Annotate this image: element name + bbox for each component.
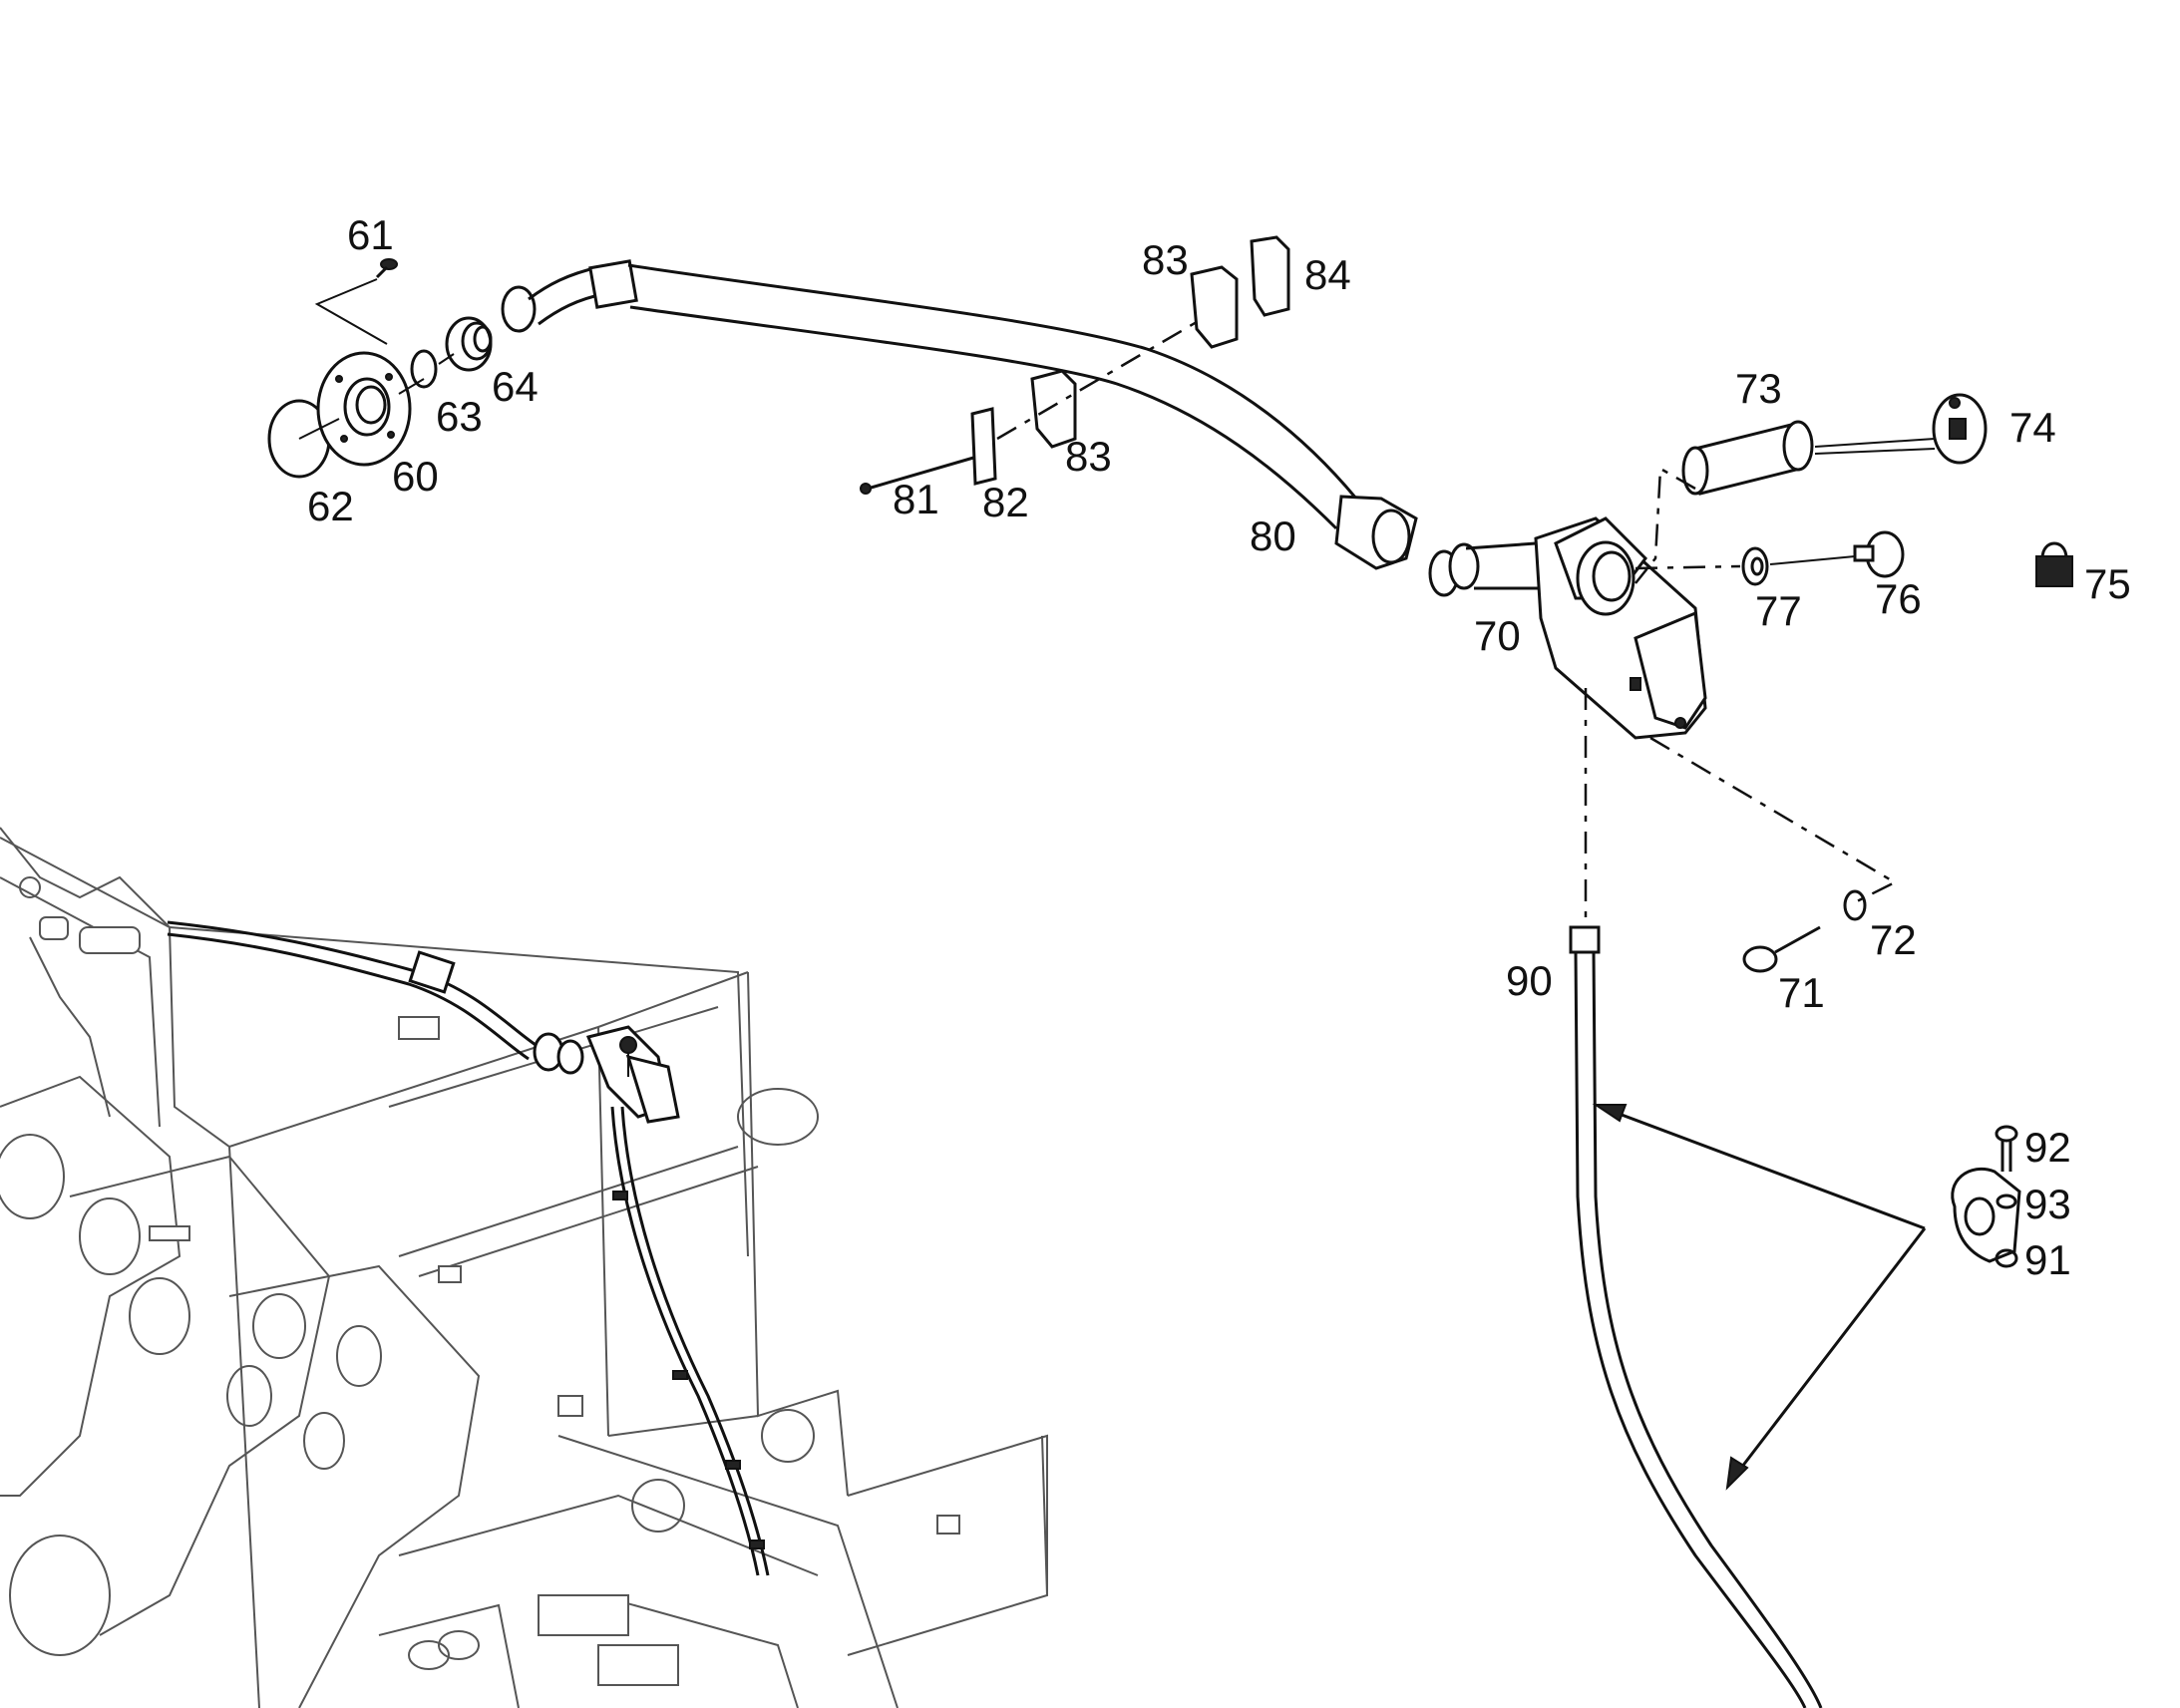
label-84: 84 bbox=[1304, 251, 1351, 298]
callout-arrows bbox=[1592, 1104, 1927, 1491]
label-60: 60 bbox=[392, 453, 439, 500]
label-91: 91 bbox=[2024, 1236, 2071, 1283]
label-82: 82 bbox=[982, 479, 1029, 525]
o-ring-63 bbox=[410, 349, 438, 389]
overview-hose-assembly bbox=[167, 920, 770, 1576]
label-76: 76 bbox=[1875, 575, 1922, 622]
label-63: 63 bbox=[436, 393, 483, 440]
clamp-91 bbox=[1951, 1167, 2021, 1268]
adapter-64 bbox=[445, 316, 493, 372]
washer-72 bbox=[1843, 889, 1867, 921]
label-70: 70 bbox=[1474, 612, 1521, 659]
screw-61 bbox=[375, 258, 398, 279]
label-72: 72 bbox=[1870, 916, 1917, 963]
plug-76 bbox=[1853, 530, 1905, 578]
label-71: 71 bbox=[1778, 969, 1825, 1016]
screw-92 bbox=[1995, 1125, 2018, 1172]
label-83-bottom: 83 bbox=[1065, 433, 1112, 480]
label-75: 75 bbox=[2084, 560, 2131, 607]
padlock-75 bbox=[2035, 541, 2073, 587]
label-74: 74 bbox=[2009, 404, 2056, 451]
washer-77 bbox=[1741, 546, 1769, 586]
clamp-set bbox=[860, 235, 1290, 495]
label-81: 81 bbox=[893, 476, 939, 522]
label-80: 80 bbox=[1250, 512, 1296, 559]
cap-74 bbox=[1932, 393, 1988, 465]
label-62: 62 bbox=[307, 483, 354, 529]
tube-90 bbox=[1569, 925, 1823, 1708]
label-93: 93 bbox=[2024, 1181, 2071, 1227]
vehicle-frame-overview bbox=[0, 827, 1048, 1708]
part-labels: 61 62 60 63 64 83 84 83 81 82 80 70 73 7… bbox=[307, 211, 2131, 1283]
washer-93 bbox=[1996, 1194, 2017, 1209]
filler-neck-70 bbox=[1428, 516, 1707, 937]
label-83-top: 83 bbox=[1142, 236, 1189, 283]
flange-60 bbox=[316, 351, 412, 467]
bolt-71 bbox=[1742, 925, 1821, 973]
label-64: 64 bbox=[492, 363, 539, 410]
leader-61 bbox=[314, 278, 388, 345]
label-73: 73 bbox=[1735, 365, 1782, 412]
label-90: 90 bbox=[1506, 957, 1553, 1004]
label-77: 77 bbox=[1755, 587, 1802, 634]
label-92: 92 bbox=[2024, 1124, 2071, 1171]
hose-80 bbox=[501, 259, 1418, 570]
label-61: 61 bbox=[347, 211, 394, 258]
filter-73 bbox=[1635, 420, 1936, 584]
